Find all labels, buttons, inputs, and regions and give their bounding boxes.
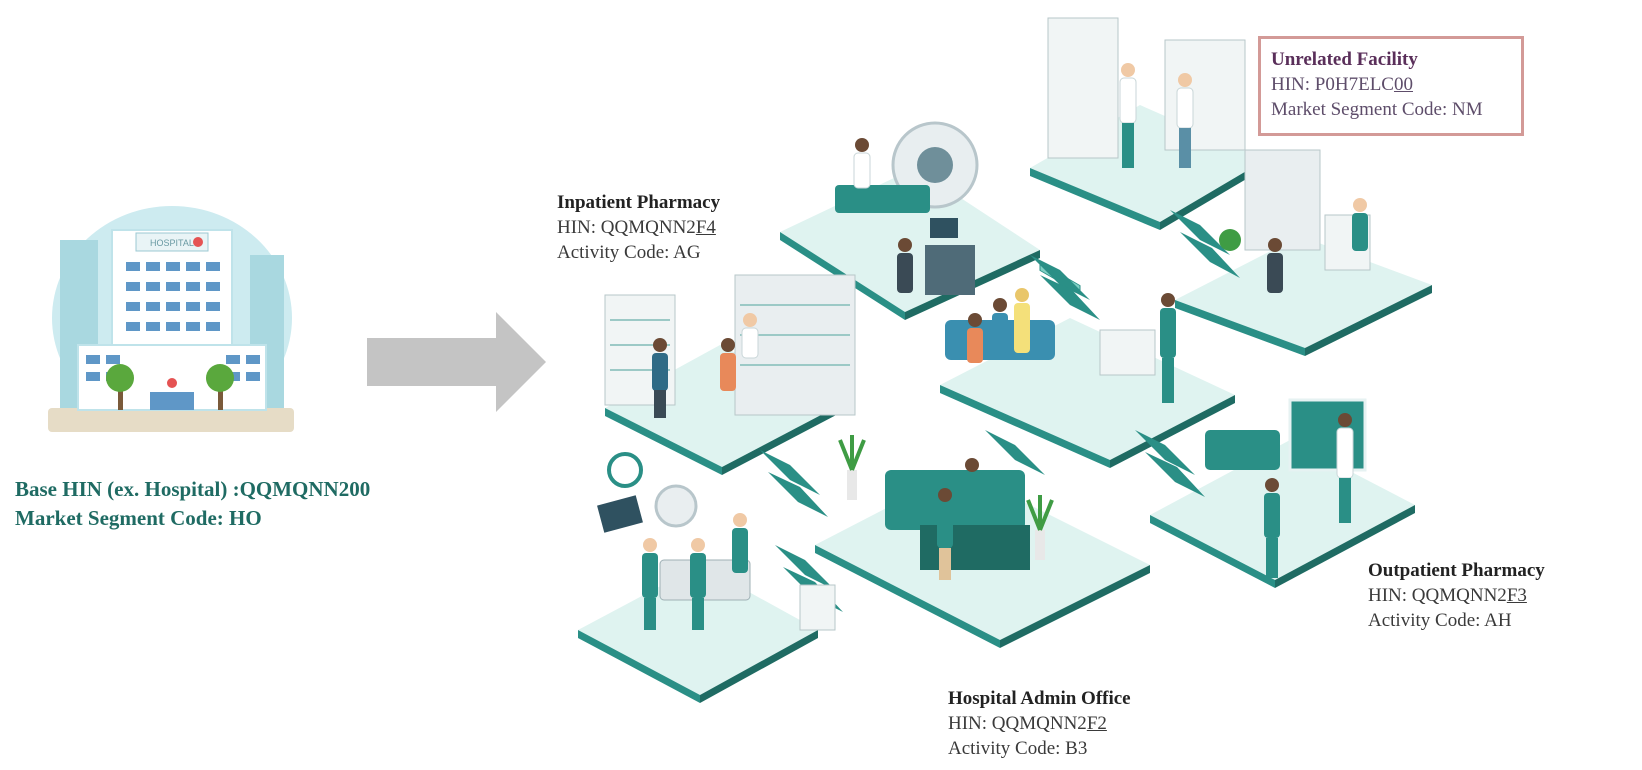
- hospital-admin-office-label: Hospital Admin Office HIN: QQMQNN2F2 Act…: [948, 686, 1131, 761]
- inpatient-pharmacy-hin: HIN: QQMQNN2F4: [557, 215, 720, 240]
- base-market-segment-text: Market Segment Code: HO: [15, 506, 262, 530]
- outpatient-pharmacy-hin: HIN: QQMQNN2F3: [1368, 583, 1545, 608]
- hin-prefix: HIN: QQMQNN2: [948, 713, 1087, 734]
- hospital-admin-office-hin: HIN: QQMQNN2F2: [948, 711, 1131, 736]
- hin-suffix: F3: [1506, 585, 1527, 606]
- outpatient-pharmacy-label: Outpatient Pharmacy HIN: QQMQNN2F3 Activ…: [1368, 558, 1545, 633]
- unrelated-facility-market-segment: Market Segment Code: NM: [1271, 99, 1483, 120]
- base-hin-text: Base HIN (ex. Hospital) :QQMQNN200: [15, 477, 371, 501]
- hin-prefix: HIN: QQMQNN2: [557, 217, 696, 238]
- hin-prefix: HIN: QQMQNN2: [1368, 585, 1507, 606]
- hospital-admin-office-title: Hospital Admin Office: [948, 688, 1131, 709]
- hospital-admin-office-activity-code: Activity Code: B3: [948, 738, 1088, 759]
- unrelated-facility-box: Unrelated Facility HIN: P0H7ELC00 Market…: [1258, 36, 1524, 136]
- hospital-sign-text: HOSPITAL: [150, 238, 194, 248]
- outpatient-pharmacy-activity-code: Activity Code: AH: [1368, 610, 1512, 631]
- arrow-right-icon: [367, 312, 546, 412]
- unrelated-facility-title: Unrelated Facility: [1271, 49, 1418, 70]
- unrelated-facility-hin: HIN: P0H7ELC00: [1271, 72, 1511, 97]
- hin-suffix: F4: [695, 217, 716, 238]
- inpatient-pharmacy-label: Inpatient Pharmacy HIN: QQMQNN2F4 Activi…: [557, 190, 720, 265]
- hin-suffix: F2: [1086, 713, 1107, 734]
- people: [642, 63, 1368, 630]
- outpatient-pharmacy-title: Outpatient Pharmacy: [1368, 560, 1545, 581]
- hin-suffix: 00: [1393, 74, 1413, 95]
- inpatient-pharmacy-title: Inpatient Pharmacy: [557, 192, 721, 213]
- base-hin-block: Base HIN (ex. Hospital) :QQMQNN200 Marke…: [15, 475, 370, 533]
- hin-prefix: HIN: P0H7ELC: [1271, 74, 1394, 95]
- hospital-building-icon: HOSPITAL: [48, 206, 294, 432]
- inpatient-pharmacy-activity-code: Activity Code: AG: [557, 242, 701, 263]
- room-furnishings: [597, 17, 1371, 631]
